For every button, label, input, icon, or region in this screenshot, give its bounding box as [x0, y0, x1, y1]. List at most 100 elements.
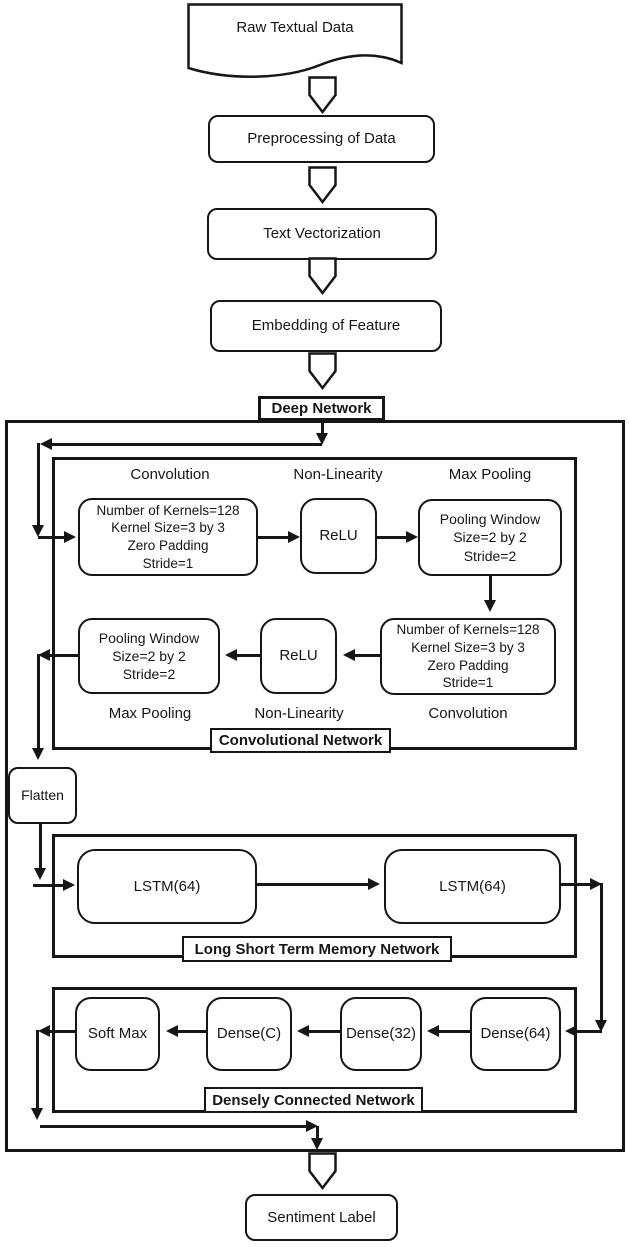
- raw-data-label: Raw Textual Data: [236, 19, 354, 36]
- pool1-box: Pooling Window Size=2 by 2 Stride=2: [418, 499, 562, 576]
- lstm1-label: LSTM(64): [133, 877, 201, 895]
- deep-network-label: Deep Network: [271, 400, 372, 417]
- lstm-section-label: Long Short Term Memory Network: [194, 940, 440, 958]
- arrowhead-left-icon: [225, 649, 237, 661]
- vectorization-label: Text Vectorization: [263, 225, 381, 243]
- conv1-line2: Kernel Size=3 by 3: [111, 520, 225, 536]
- arrowhead-down-icon: [316, 433, 328, 445]
- arrowhead-left-icon: [427, 1025, 439, 1037]
- pool2-line1: Pooling Window: [98, 629, 200, 646]
- conv1-line1: Number of Kernels=128: [96, 502, 240, 518]
- connector-line: [33, 884, 63, 887]
- flow-arrow-icon: [308, 1152, 337, 1190]
- lstm1-box: LSTM(64): [77, 849, 257, 924]
- arrowhead-down-icon: [311, 1138, 323, 1150]
- vectorization-step: Text Vectorization: [207, 208, 437, 260]
- pool2-box: Pooling Window Size=2 by 2 Stride=2: [78, 618, 220, 694]
- connector-line: [50, 654, 78, 657]
- conv2-line2: Kernel Size=3 by 3: [411, 639, 525, 655]
- arrowhead-left-icon: [166, 1025, 178, 1037]
- connector-line: [37, 654, 40, 748]
- connector-line: [377, 536, 408, 539]
- connector-line: [321, 420, 324, 434]
- embedding-label: Embedding of Feature: [251, 317, 401, 335]
- connector-line: [600, 883, 603, 1020]
- pool1-line3: Stride=2: [463, 547, 517, 564]
- flow-arrow-icon: [308, 257, 337, 295]
- flow-arrow-icon: [308, 352, 337, 390]
- arrowhead-down-icon: [34, 868, 46, 880]
- softmax-box: Soft Max: [75, 997, 160, 1071]
- arrowhead-right-icon: [64, 531, 76, 543]
- connector-line: [257, 883, 368, 886]
- preprocessing-step: Preprocessing of Data: [208, 115, 435, 163]
- pool2-line2: Size=2 by 2: [112, 647, 186, 664]
- arrowhead-right-icon: [590, 878, 602, 890]
- relu2-label: ReLU: [279, 647, 318, 665]
- flatten-label: Flatten: [21, 787, 64, 804]
- arrowhead-right-icon: [368, 878, 380, 890]
- connector-line: [489, 576, 492, 602]
- lstm-section-title: Long Short Term Memory Network: [182, 936, 452, 962]
- dense-32-label: Dense(32): [345, 1025, 417, 1043]
- connector-line: [38, 536, 64, 539]
- deep-network-container: [5, 420, 625, 1152]
- connector-line: [561, 883, 590, 886]
- raw-data-document-shape: Raw Textual Data: [187, 3, 403, 81]
- dense-64-box: Dense(64): [470, 997, 561, 1071]
- arrowhead-down-icon: [31, 1108, 43, 1120]
- relu2-box: ReLU: [260, 618, 337, 694]
- lstm2-label: LSTM(64): [439, 877, 506, 895]
- connector-line: [50, 1030, 75, 1033]
- connector-line: [52, 443, 322, 446]
- connector-line: [316, 1126, 319, 1138]
- conv-row1-col3-label: Max Pooling: [448, 466, 532, 483]
- sentiment-output-box: Sentiment Label: [245, 1194, 398, 1241]
- conv-section-title: Convolutional Network: [210, 728, 391, 753]
- conv-row1-col2-label: Non-Linearity: [293, 466, 383, 483]
- flow-arrow-icon: [308, 166, 337, 204]
- conv1-line4: Stride=1: [142, 555, 194, 571]
- conv-section-label: Convolutional Network: [218, 732, 383, 749]
- connector-line: [37, 443, 40, 526]
- conv-row2-col3-label: Convolution: [428, 705, 508, 722]
- conv-row2-col1-label: Max Pooling: [108, 705, 192, 722]
- connector-line: [355, 654, 380, 657]
- connector-line: [178, 1030, 206, 1033]
- pool1-line1: Pooling Window: [439, 511, 541, 528]
- dense-64-label: Dense(64): [480, 1025, 551, 1043]
- lstm2-box: LSTM(64): [384, 849, 561, 924]
- conv-row2-col2-label: Non-Linearity: [254, 705, 344, 722]
- dense-32-box: Dense(32): [340, 997, 422, 1071]
- deep-network-title: Deep Network: [258, 396, 385, 421]
- connector-line: [40, 1125, 306, 1128]
- arrowhead-down-icon: [32, 525, 44, 537]
- dense-c-label: Dense(C): [216, 1025, 282, 1043]
- connector-line: [36, 1030, 39, 1108]
- softmax-label: Soft Max: [87, 1025, 148, 1043]
- arrowhead-right-icon: [306, 1120, 318, 1132]
- arrowhead-right-icon: [406, 531, 418, 543]
- arrowhead-left-icon: [40, 438, 52, 450]
- document-shape-icon: [187, 3, 403, 78]
- conv2-line3: Zero Padding: [427, 657, 509, 673]
- conv2-line1: Number of Kernels=128: [396, 622, 540, 638]
- relu1-label: ReLU: [319, 527, 358, 545]
- arrowhead-left-icon: [343, 649, 355, 661]
- pool1-line2: Size=2 by 2: [453, 529, 527, 546]
- connector-line: [258, 536, 290, 539]
- relu1-box: ReLU: [300, 498, 377, 574]
- arrowhead-down-icon: [595, 1020, 607, 1032]
- connector-line: [309, 1030, 340, 1033]
- arrowhead-down-icon: [484, 600, 496, 612]
- arrowhead-left-icon: [38, 1025, 50, 1037]
- conv-row1-col1-label: Convolution: [130, 466, 210, 483]
- arrowhead-right-icon: [288, 531, 300, 543]
- arrowhead-right-icon: [63, 879, 75, 891]
- conv1-line3: Zero Padding: [127, 538, 209, 553]
- connector-line: [39, 824, 42, 868]
- arrowhead-down-icon: [32, 748, 44, 760]
- conv2-line4: Stride=1: [442, 675, 494, 691]
- arrowhead-left-icon: [297, 1025, 309, 1037]
